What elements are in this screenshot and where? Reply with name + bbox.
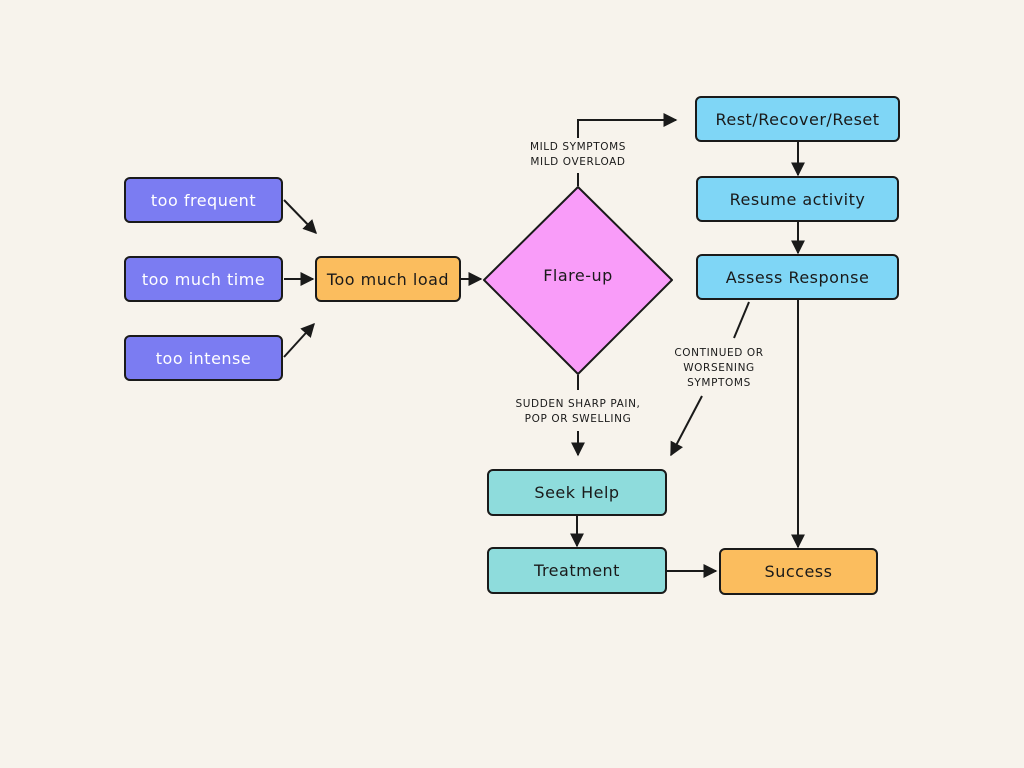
arrow-continued-to-seek-help [670, 395, 703, 457]
node-treatment-label: Treatment [534, 561, 620, 580]
node-assess-response-label: Assess Response [725, 267, 870, 287]
node-seek-help: Seek Help [487, 469, 667, 516]
edge-label-mild: MILD SYMPTOMS MILD OVERLOAD [529, 141, 627, 168]
node-too-much-time: too much time [124, 256, 283, 302]
node-rest-recover-reset: Rest/Recover/Reset [695, 96, 900, 142]
edge-label-sudden: SUDDEN SHARP PAIN, POP OR SWELLING [515, 398, 641, 425]
arrow-intense-to-load [283, 322, 315, 358]
node-too-much-load: Too much load [315, 256, 461, 302]
flare-up-diamond [483, 186, 673, 375]
edge-label-continued: CONTINUED OR WORSENING SYMPTOMS [674, 347, 764, 389]
node-rest-recover-reset-label: Rest/Recover/Reset [715, 109, 880, 129]
node-too-much-load-label: Too much load [326, 269, 450, 289]
node-assess-response: Assess Response [696, 254, 899, 300]
flare-up-label: Flare-up [543, 266, 613, 285]
node-success-label: Success [764, 562, 833, 581]
node-resume-activity-label: Resume activity [729, 189, 866, 209]
arrow-frequent-to-load [283, 199, 317, 235]
node-too-much-time-label: too much time [141, 269, 266, 289]
arrow-flare-to-rest-top [577, 113, 678, 138]
node-seek-help-label: Seek Help [534, 483, 620, 502]
node-success: Success [719, 548, 878, 595]
node-too-intense: too intense [124, 335, 283, 381]
node-too-frequent-label: too frequent [150, 190, 257, 210]
node-resume-activity: Resume activity [696, 176, 899, 222]
node-too-frequent: too frequent [124, 177, 283, 223]
node-treatment: Treatment [487, 547, 667, 594]
node-too-intense-label: too intense [155, 348, 252, 368]
arrow-assess-to-continued-label [733, 301, 750, 339]
